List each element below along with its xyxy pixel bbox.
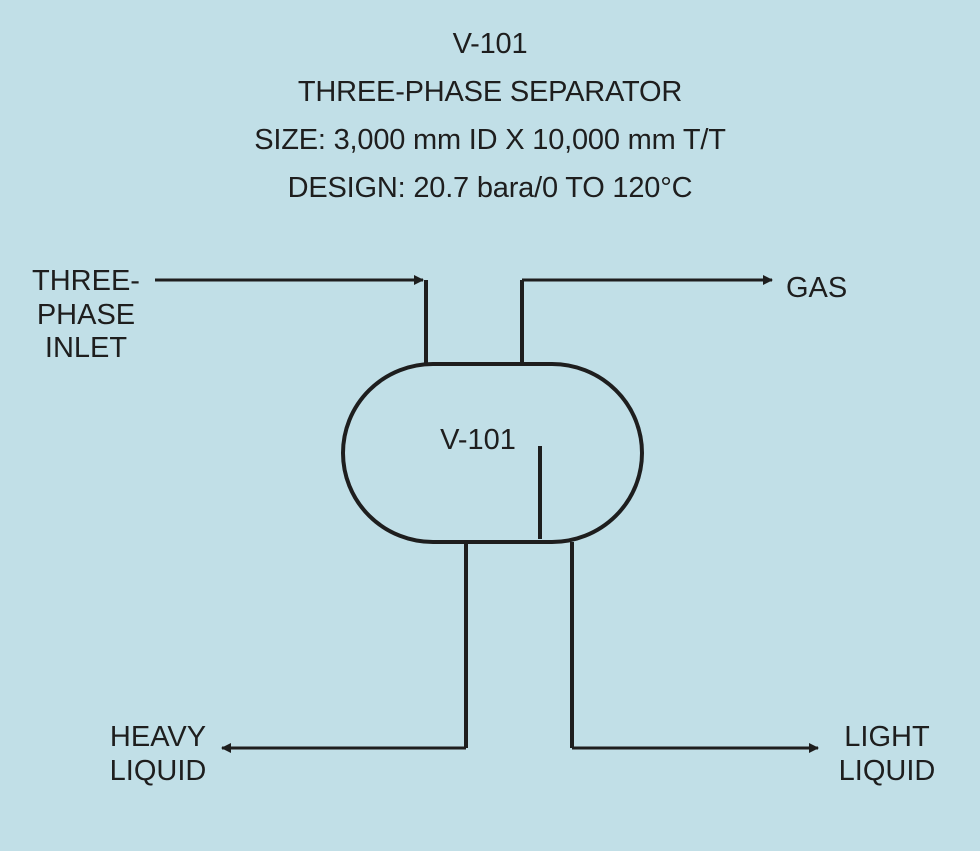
heavy-liquid-label-line-1: HEAVY	[110, 721, 206, 753]
equipment-name: THREE-PHASE SEPARATOR	[297, 76, 683, 108]
inlet-label-line-2: PHASE	[37, 299, 135, 331]
light-liquid-label-line-2: LIQUID	[839, 755, 936, 787]
inlet-label-line-3: INLET	[45, 332, 127, 364]
heavy-liquid-label-line-2: LIQUID	[110, 755, 207, 787]
equipment-size: SIZE: 3,000 mm ID X 10,000 mm T/T	[254, 124, 726, 156]
separator-vessel	[341, 362, 644, 544]
vessel-tag-label: V-101	[440, 424, 516, 456]
equipment-tag: V-101	[452, 28, 528, 60]
equipment-spec-block: V-101 THREE-PHASE SEPARATOR SIZE: 3,000 …	[0, 20, 980, 212]
light-liquid-label-line-1: LIGHT	[844, 721, 930, 753]
equipment-design: DESIGN: 20.7 bara/0 TO 120°C	[287, 172, 693, 204]
gas-label: GAS	[786, 272, 847, 304]
inlet-label-line-1: THREE-	[32, 265, 140, 297]
